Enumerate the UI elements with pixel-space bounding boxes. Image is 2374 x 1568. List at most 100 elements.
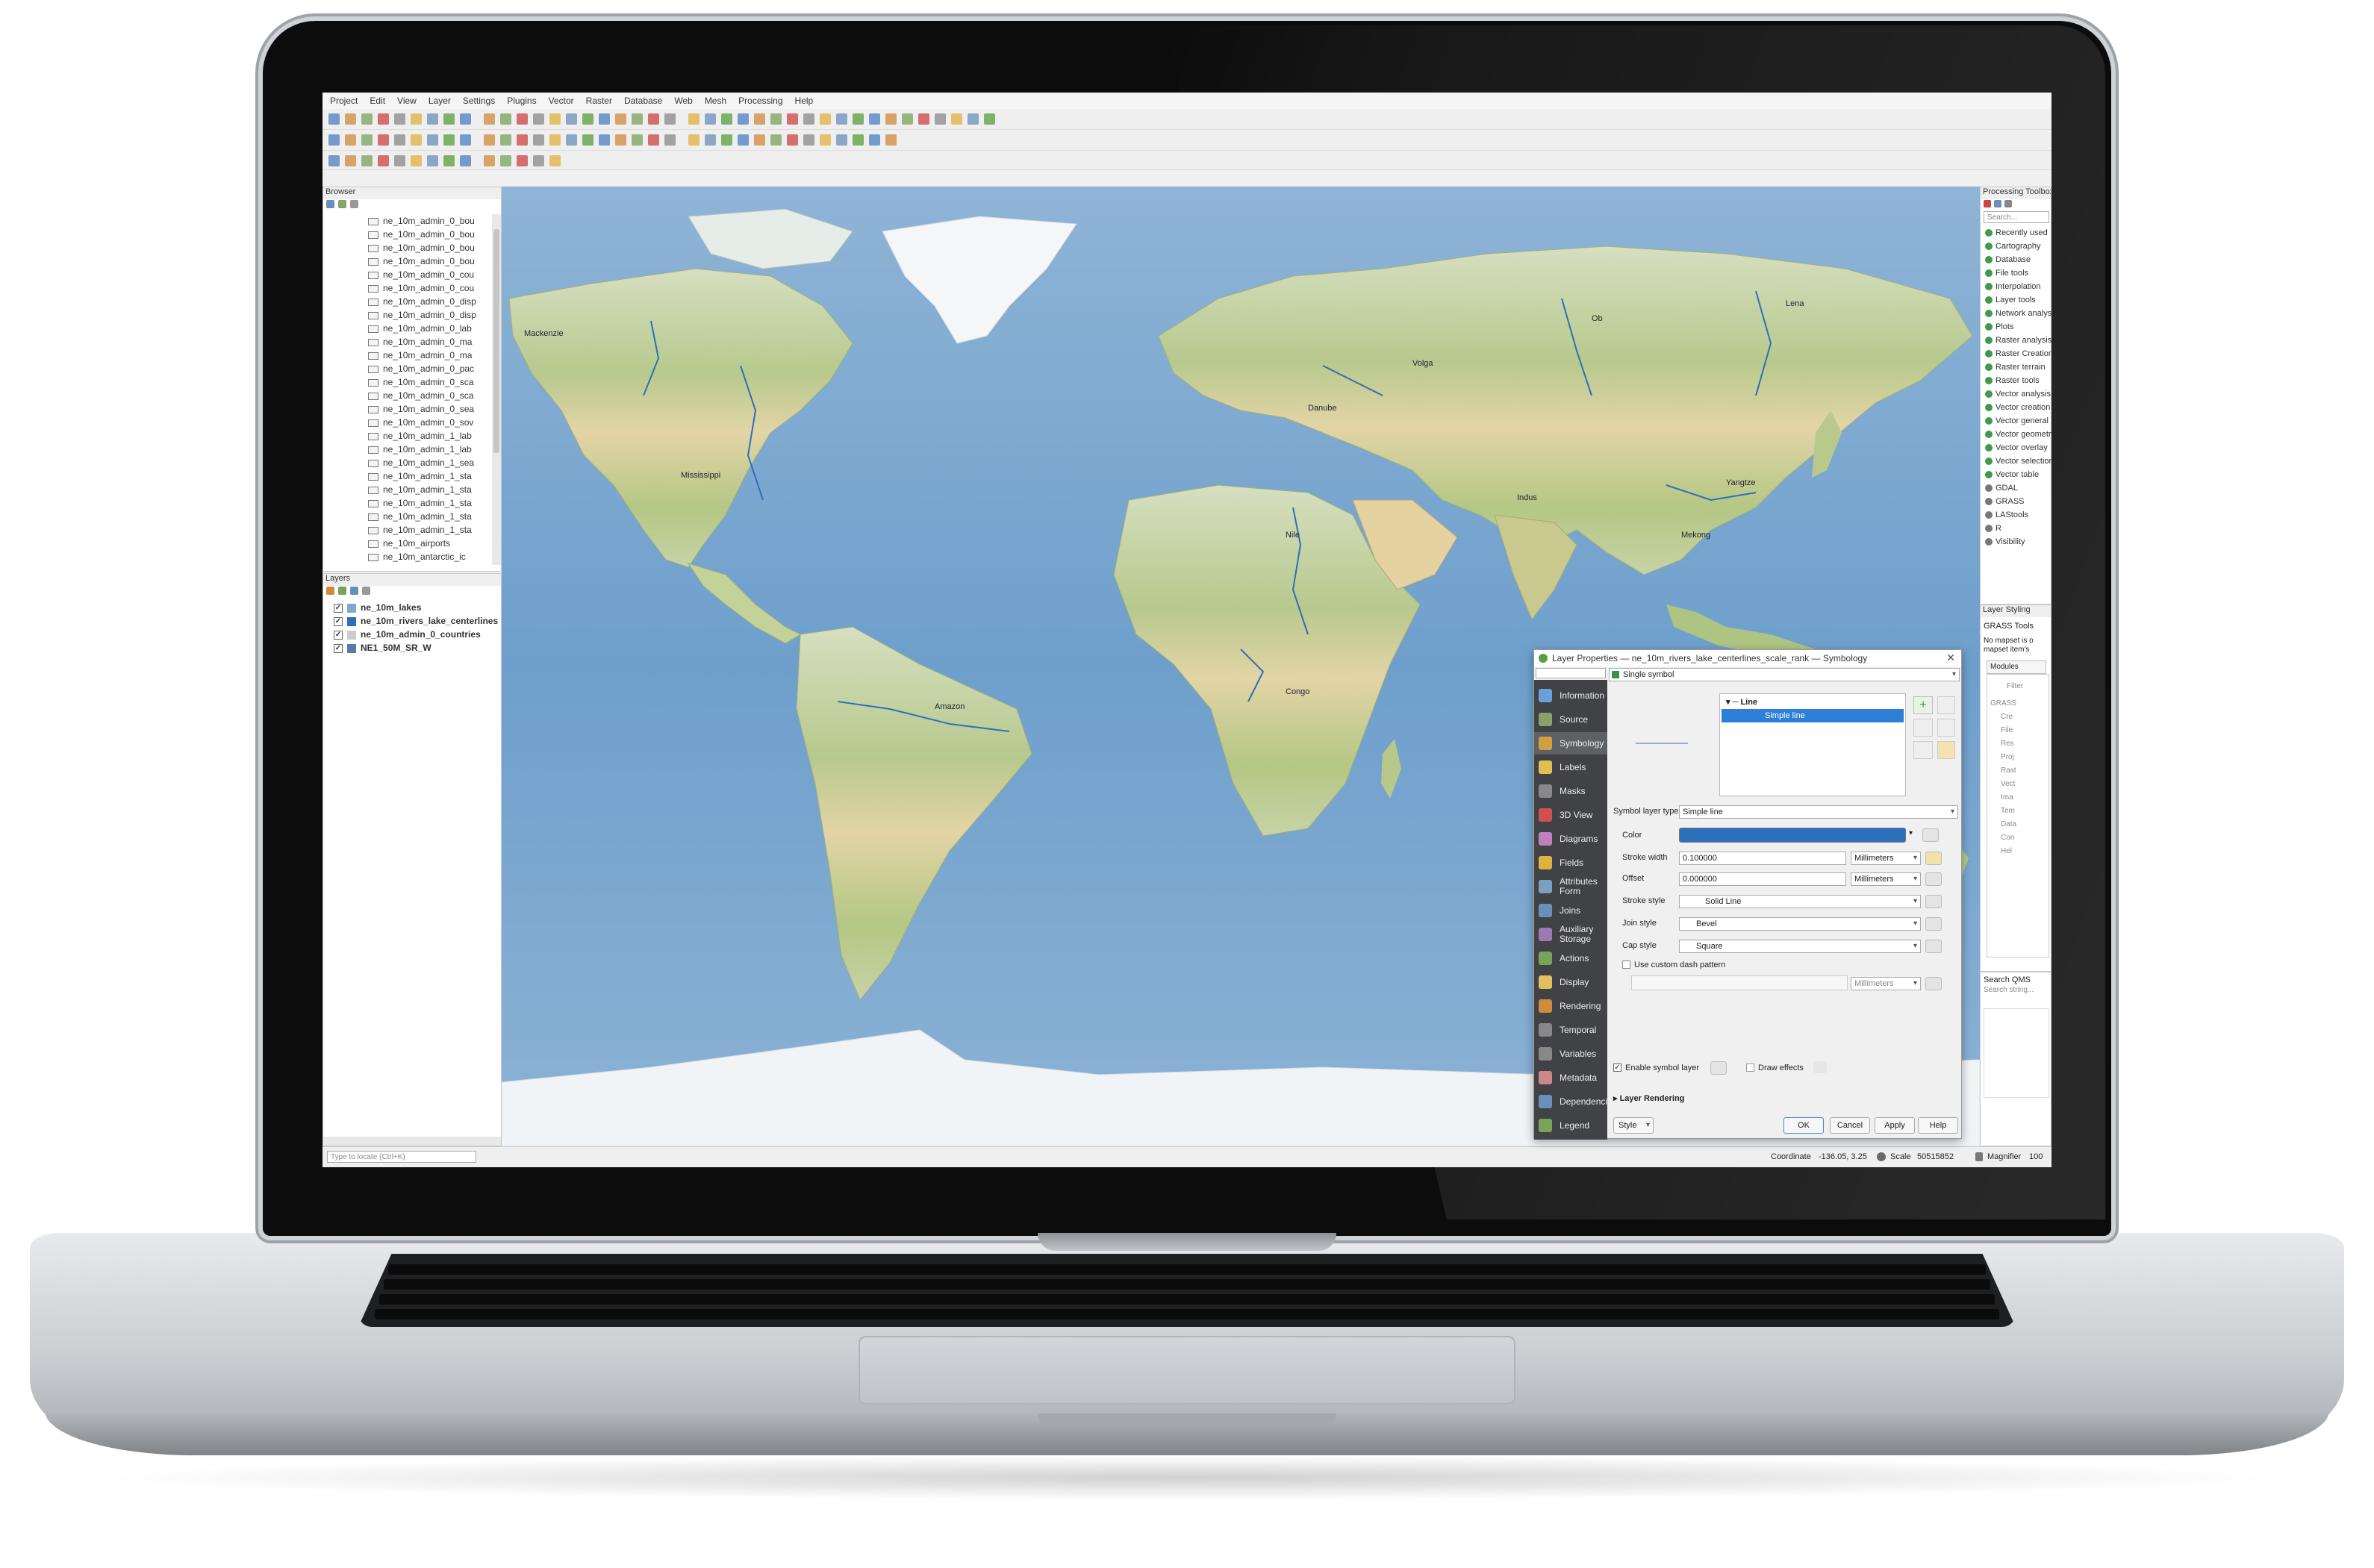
browser-item[interactable]: ne_10m_admin_0_sca (368, 389, 473, 402)
draw-effects-checkbox[interactable] (1746, 1063, 1754, 1072)
menu-project[interactable]: Project (330, 96, 358, 106)
toolbar-tool-icon[interactable] (738, 113, 749, 125)
join-style-data-defined-icon[interactable] (1925, 917, 1942, 931)
lock-color-icon[interactable] (1937, 741, 1955, 759)
toolbar-tool-icon[interactable] (484, 155, 495, 166)
toolbar-tool-icon[interactable] (500, 155, 511, 166)
menu-plugins[interactable]: Plugins (507, 96, 537, 106)
renderer-select[interactable]: Single symbol (1609, 668, 1960, 681)
browser-item[interactable]: ne_10m_admin_0_bou (368, 228, 475, 241)
toolbar-tool-icon[interactable] (500, 113, 511, 125)
toolbar-tool-icon[interactable] (648, 113, 659, 125)
layers-tree[interactable]: ✓ne_10m_lakes✓ne_10m_rivers_lake_centerl… (323, 601, 502, 690)
grass-module-item[interactable]: Rast (2001, 766, 2016, 775)
cap-style-data-defined-icon[interactable] (1925, 940, 1942, 953)
toolbar-tool-icon[interactable] (533, 134, 544, 146)
dialog-nav-item[interactable]: Temporal (1534, 1019, 1607, 1041)
toolbar-tool-icon[interactable] (787, 113, 798, 125)
browser-item[interactable]: ne_10m_airports (368, 537, 450, 550)
coordinate-value[interactable]: -136.05, 3.25 (1819, 1152, 1867, 1161)
stroke-style-data-defined-icon[interactable] (1925, 895, 1942, 908)
color-dropdown-icon[interactable]: ▾ (1909, 829, 1913, 837)
toolbar-tool-icon[interactable] (443, 134, 455, 146)
dialog-nav-item[interactable]: Variables (1534, 1043, 1607, 1065)
style-icon[interactable] (326, 587, 334, 595)
filter-icon[interactable] (362, 587, 370, 595)
filter-icon[interactable] (338, 200, 346, 208)
grass-module-item[interactable]: GRASS (1990, 699, 2017, 708)
toolbar-tool-icon[interactable] (500, 134, 511, 146)
close-icon[interactable]: ✕ (1946, 652, 1955, 663)
toolbar-tool-icon[interactable] (549, 134, 561, 146)
menu-processing[interactable]: Processing (738, 96, 783, 106)
processing-group[interactable]: Vector geometry (1985, 428, 2051, 441)
toolbar-tool-icon[interactable] (688, 113, 700, 125)
toolbar-tool-icon[interactable] (836, 134, 847, 146)
layer-item[interactable]: ✓ne_10m_admin_0_countries (334, 628, 481, 641)
toolbar-tool-icon[interactable] (836, 113, 847, 125)
menu-help[interactable]: Help (794, 96, 814, 106)
toolbar-tool-icon[interactable] (361, 113, 373, 125)
toolbar-tool-icon[interactable] (460, 134, 471, 146)
dash-data-defined-icon[interactable] (1925, 977, 1942, 990)
style-button[interactable]: Style (1613, 1117, 1654, 1134)
toolbar-tool-icon[interactable] (869, 113, 880, 125)
toolbar-tool-icon[interactable] (754, 134, 765, 146)
enable-data-defined-icon[interactable] (1710, 1061, 1727, 1075)
processing-group[interactable]: GRASS (1985, 495, 2025, 508)
toolbar-tool-icon[interactable] (394, 134, 405, 146)
grass-module-item[interactable]: Proj (2001, 753, 2014, 761)
dialog-nav-item[interactable]: Joins (1534, 899, 1607, 922)
toolbar-tool-icon[interactable] (820, 113, 831, 125)
toolbar-tool-icon[interactable] (968, 113, 979, 125)
toolbar-tool-icon[interactable] (869, 134, 880, 146)
dialog-nav-item[interactable]: Source (1534, 708, 1607, 731)
grass-module-item[interactable]: File (2001, 726, 2013, 734)
toolbar-tool-icon[interactable] (328, 155, 340, 166)
toolbar-tool-icon[interactable] (533, 155, 544, 166)
custom-dash-checkbox[interactable] (1622, 961, 1630, 969)
toolbar-tool-icon[interactable] (328, 113, 340, 125)
toolbar-tool-icon[interactable] (378, 155, 389, 166)
models-icon[interactable] (1984, 200, 1991, 207)
layer-item[interactable]: ✓NE1_50M_SR_W (334, 641, 432, 655)
browser-item[interactable]: ne_10m_admin_1_sta (368, 483, 472, 496)
toolbar-tool-icon[interactable] (885, 113, 897, 125)
toolbar-tool-icon[interactable] (443, 155, 455, 166)
grass-module-item[interactable]: Data (2001, 820, 2017, 828)
toolbar-tool-icon[interactable] (599, 134, 610, 146)
toolbar-tool-icon[interactable] (885, 134, 897, 146)
browser-item[interactable]: ne_10m_admin_0_pac (368, 362, 474, 375)
offset-units-select[interactable]: Millimeters (1851, 872, 1921, 886)
stroke-width-input[interactable]: 0.100000 (1679, 852, 1846, 865)
toolbar-tool-icon[interactable] (951, 113, 962, 125)
toolbar-tool-icon[interactable] (328, 134, 340, 146)
processing-group[interactable]: LAStools (1985, 508, 2028, 522)
nav-search-input[interactable] (1536, 668, 1606, 678)
toolbar-tool-icon[interactable] (754, 113, 765, 125)
duplicate-icon[interactable] (1913, 741, 1933, 759)
menu-raster[interactable]: Raster (585, 96, 612, 106)
menu-settings[interactable]: Settings (462, 96, 496, 106)
toolbar-tool-icon[interactable] (615, 113, 626, 125)
apply-button[interactable]: Apply (1875, 1117, 1915, 1134)
stroke-style-select[interactable]: Solid Line (1679, 895, 1921, 908)
add-group-icon[interactable] (338, 587, 346, 595)
toolbar-tool-icon[interactable] (484, 134, 495, 146)
browser-item[interactable]: ne_10m_admin_0_bou (368, 214, 475, 228)
dialog-nav-item[interactable]: Labels (1534, 756, 1607, 778)
join-style-select[interactable]: Bevel (1679, 917, 1921, 931)
search-qms-input[interactable]: Search string... (1984, 986, 2034, 994)
dialog-nav-item[interactable]: Metadata (1534, 1066, 1607, 1089)
toolbar-tool-icon[interactable] (738, 134, 749, 146)
processing-group[interactable]: Raster Creation (1985, 347, 2051, 360)
grass-module-item[interactable]: Cre (2001, 713, 2013, 721)
toolbar-tool-icon[interactable] (394, 113, 405, 125)
browser-item[interactable]: ne_10m_admin_0_cou (368, 281, 474, 295)
help-button[interactable]: Help (1918, 1117, 1958, 1134)
toolbar-tool-icon[interactable] (803, 134, 814, 146)
browser-item[interactable]: ne_10m_admin_1_lab (368, 443, 472, 456)
